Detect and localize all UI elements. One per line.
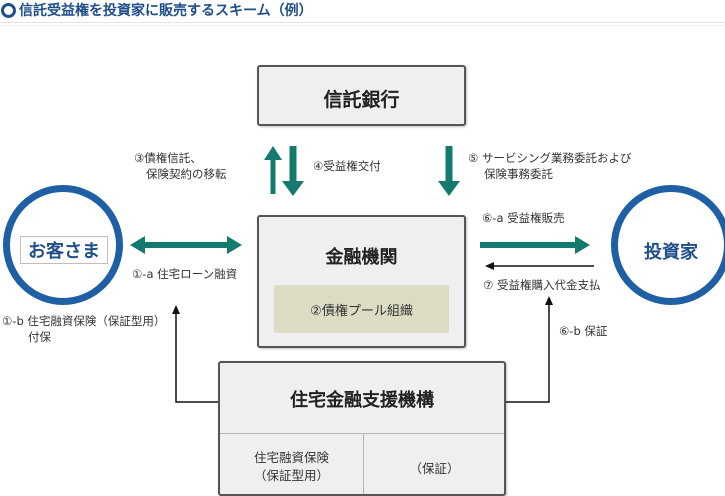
arrow-step3-up — [264, 146, 282, 194]
step3-label: ③債権信託、 保険契約の移転 — [134, 150, 227, 182]
jhf-insurance-line1: 住宅融資保険 — [253, 450, 329, 465]
jhf-box: 住宅金融支援機構 住宅融資保険 （保証型用） （保証） — [218, 361, 506, 496]
title-divider-secondary — [0, 25, 725, 26]
trust-bank-label: 信託銀行 — [323, 89, 400, 111]
step6a-label: ⑥-a 受益権販売 — [482, 211, 565, 225]
customer-circle: お客さま — [3, 185, 123, 305]
arrow-step6a-right — [480, 236, 590, 254]
step5-label-line2: 保険事務委託 — [484, 167, 553, 181]
jhf-guarantee-cell: （保証） — [409, 461, 460, 476]
debt-pool-box: ②債権プール組織 — [274, 285, 449, 333]
step4-label: ④受益権交付 — [313, 159, 381, 173]
step1b-label: ①-b 住宅融資保険（保証型用） 付保 — [2, 313, 165, 345]
page-title: 信託受益権を投資家に販売するスキーム（例） — [19, 3, 313, 19]
step5-label: ⑤ サービシング業務委託および 保険事務委託 — [468, 150, 631, 182]
arrow-step6b-elbow — [506, 296, 553, 403]
jhf-insurance-cell: 住宅融資保険 （保証型用） — [220, 449, 363, 485]
step3-label-line2: 保険契約の移転 — [146, 167, 227, 181]
step1b-label-line2: 付保 — [28, 330, 51, 344]
arrow-step4-down — [282, 146, 304, 196]
customer-label: お客さま — [20, 236, 108, 264]
step6b-label: ⑥-b 保証 — [559, 324, 608, 338]
page-header: 信託受益権を投資家に販売するスキーム（例） — [0, 0, 725, 26]
jhf-label: 住宅金融支援機構 — [290, 390, 434, 411]
step1a-label: ①-a 住宅ローン融資 — [132, 267, 238, 281]
jhf-divider-vertical — [363, 434, 364, 494]
arrow-step5-down — [438, 146, 460, 196]
step5-label-line1: ⑤ サービシング業務委託および — [468, 151, 632, 165]
arrow-step7-left — [485, 262, 594, 270]
financial-institution-label: 金融機関 — [325, 247, 398, 268]
title-divider — [0, 22, 725, 23]
title-bullet-icon — [1, 3, 16, 18]
financial-institution-box: 金融機関 ②債権プール組織 — [257, 215, 466, 348]
jhf-divider-horizontal — [220, 433, 504, 434]
arrow-step1a-double — [130, 236, 242, 254]
step7-label: ⑦ 受益権購入代金支払 — [483, 278, 601, 292]
arrow-step1b-elbow — [172, 305, 218, 403]
step3-label-line1: ③債権信託、 — [134, 151, 202, 165]
jhf-insurance-line2: （保証型用） — [253, 468, 329, 483]
debt-pool-label: ②債権プール組織 — [310, 304, 413, 319]
step1b-label-line1: ①-b 住宅融資保険（保証型用） — [2, 314, 166, 328]
investor-circle: 投資家 — [611, 185, 725, 305]
trust-bank-box: 信託銀行 — [257, 65, 466, 126]
investor-label: 投資家 — [644, 242, 698, 263]
